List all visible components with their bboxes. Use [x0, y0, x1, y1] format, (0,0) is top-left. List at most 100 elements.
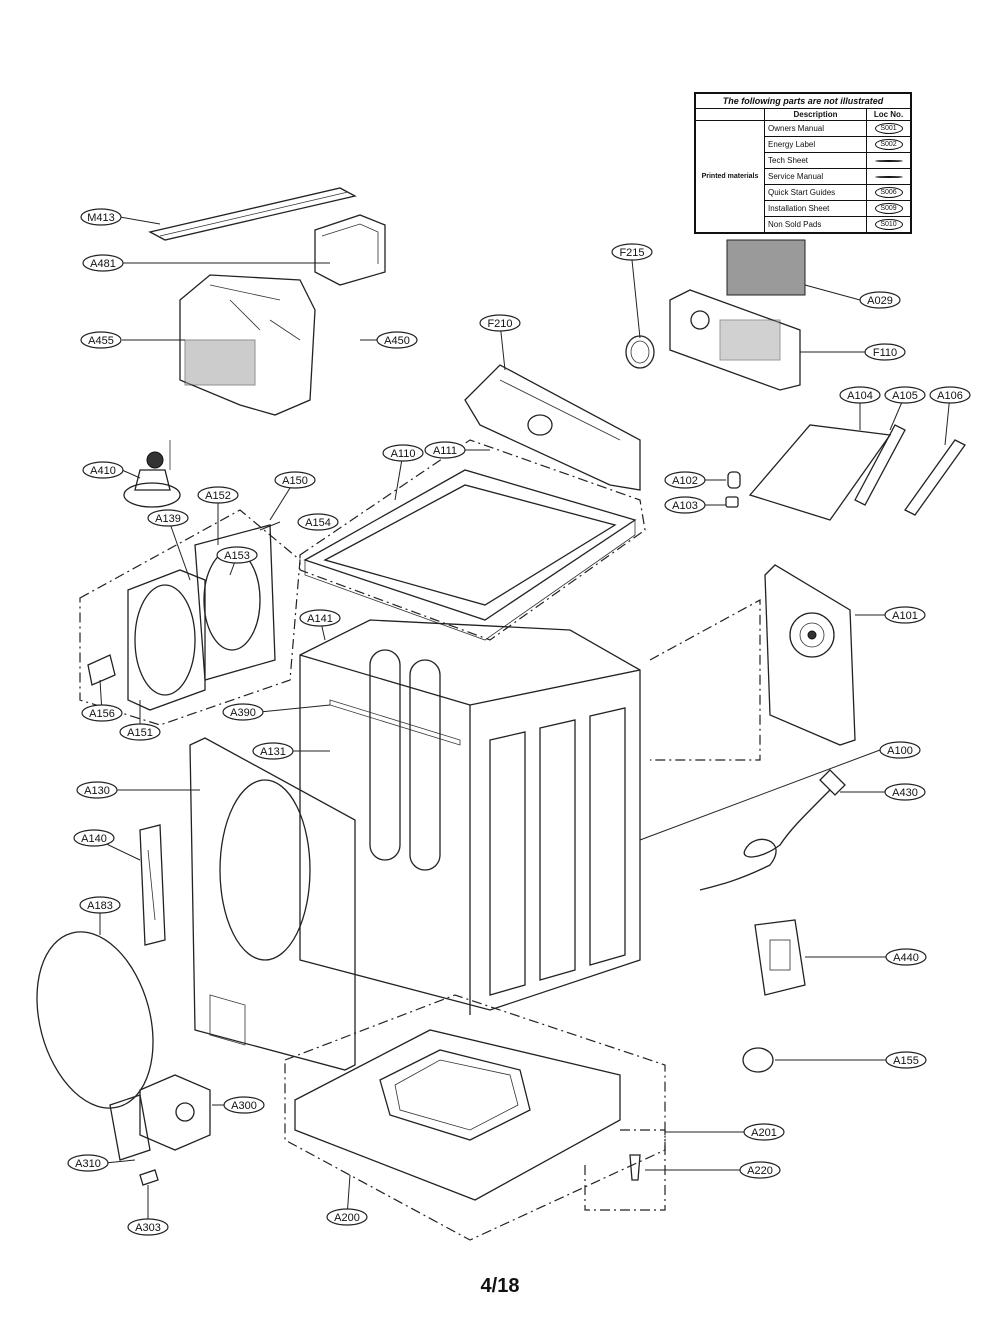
label-sticker-part [726, 239, 806, 296]
svg-text:A300: A300 [231, 1100, 257, 1112]
svg-text:A104: A104 [847, 390, 873, 402]
control-bracket-part [148, 187, 357, 241]
table-corner [696, 109, 764, 121]
loc-code: S009 [874, 203, 903, 214]
svg-text:A303: A303 [135, 1222, 161, 1234]
label-A131: A131 [252, 742, 294, 760]
label-A100: A100 [879, 741, 921, 759]
svg-text:A156: A156 [89, 708, 115, 720]
door-assembly-part [79, 509, 301, 726]
label-A106: A106 [929, 386, 971, 404]
table-row-desc: Quick Start Guides [764, 185, 866, 201]
label-A455: A455 [80, 331, 122, 349]
loc-code: S001 [874, 123, 903, 134]
table-row-desc: Energy Label [764, 137, 866, 153]
table-header: The following parts are not illustrated [696, 94, 910, 109]
control-panel-part [464, 364, 641, 491]
svg-text:A440: A440 [893, 952, 919, 964]
svg-text:A390: A390 [230, 707, 256, 719]
table-row-loc: S009 [866, 201, 910, 217]
label-A450: A450 [376, 331, 418, 349]
svg-text:A153: A153 [224, 550, 250, 562]
svg-text:A141: A141 [307, 613, 333, 625]
table-row-loc: S002 [866, 137, 910, 153]
label-A101: A101 [884, 606, 926, 624]
table-row-loc [866, 169, 910, 185]
label-A150: A150 [274, 471, 316, 489]
label-A130: A130 [76, 781, 118, 799]
door-glass-part [36, 931, 154, 1109]
display-pcb-part [669, 289, 801, 391]
label-A104: A104 [839, 386, 881, 404]
svg-text:A151: A151 [127, 727, 153, 739]
label-A111: A111 [424, 441, 466, 459]
label-A300: A300 [223, 1096, 265, 1114]
loc-column-header: Loc No. [866, 109, 910, 121]
label-M413: M413 [80, 208, 122, 226]
rear-panel-part [649, 564, 856, 761]
table-row-loc: S006 [866, 185, 910, 201]
label-A153: A153 [216, 546, 258, 564]
description-column-header: Description [764, 109, 866, 121]
top-plate-part [299, 439, 646, 641]
label-A140: A140 [73, 829, 115, 847]
svg-text:A430: A430 [892, 787, 918, 799]
table-row-desc: Installation Sheet [764, 201, 866, 217]
svg-text:A140: A140 [81, 833, 107, 845]
base-part [284, 994, 666, 1241]
label-A481: A481 [82, 254, 124, 272]
svg-text:A102: A102 [672, 475, 698, 487]
accessory-kit-part [748, 424, 966, 521]
fittings-part [725, 471, 741, 508]
door-hinge-part [139, 824, 166, 946]
svg-text:A481: A481 [90, 258, 116, 270]
svg-text:A131: A131 [260, 746, 286, 758]
svg-text:A101: A101 [892, 610, 918, 622]
label-A156: A156 [81, 704, 123, 722]
label-A154: A154 [297, 513, 339, 531]
label-A105: A105 [884, 386, 926, 404]
svg-text:A139: A139 [155, 513, 181, 525]
svg-text:A105: A105 [892, 390, 918, 402]
label-A102: A102 [664, 471, 706, 489]
label-F210: F210 [479, 314, 521, 332]
loc-code: S006 [874, 187, 903, 198]
label-A390: A390 [222, 703, 264, 721]
svg-text:F215: F215 [619, 247, 644, 259]
label-A139: A139 [147, 509, 189, 527]
main-pcb-part [179, 274, 316, 416]
inlet-valve-part [123, 440, 181, 508]
table-row-desc: Owners Manual [764, 121, 866, 137]
svg-text:A220: A220 [747, 1165, 773, 1177]
label-A310: A310 [67, 1154, 109, 1172]
base-plate-part [584, 1129, 666, 1211]
printed-materials-label: Printed materials [701, 173, 759, 180]
svg-text:A450: A450 [384, 335, 410, 347]
svg-text:A155: A155 [893, 1055, 919, 1067]
svg-text:A152: A152 [205, 490, 231, 502]
cap-part [742, 1047, 774, 1073]
noise-filter-part [754, 919, 806, 996]
label-F215: F215 [611, 243, 653, 261]
pcb-cover-part [314, 214, 386, 286]
svg-text:A410: A410 [90, 465, 116, 477]
loc-code [874, 159, 903, 162]
label-A183: A183 [79, 896, 121, 914]
label-A410: A410 [82, 461, 124, 479]
callout-labels: M413 A481 A455 A450 A410 A139 A152 A150 … [67, 208, 971, 1236]
svg-text:A455: A455 [88, 335, 114, 347]
table-row-loc: S001 [866, 121, 910, 137]
svg-text:A201: A201 [751, 1127, 777, 1139]
label-A303: A303 [127, 1218, 169, 1236]
svg-text:F110: F110 [873, 347, 897, 359]
svg-text:A183: A183 [87, 900, 113, 912]
label-A155: A155 [885, 1051, 927, 1069]
svg-text:A029: A029 [867, 295, 893, 307]
label-A201: A201 [743, 1123, 785, 1141]
label-A103: A103 [664, 496, 706, 514]
svg-text:A100: A100 [887, 745, 913, 757]
svg-text:A310: A310 [75, 1158, 101, 1170]
pump-filter-part [109, 1074, 211, 1186]
knob-part [625, 335, 655, 369]
